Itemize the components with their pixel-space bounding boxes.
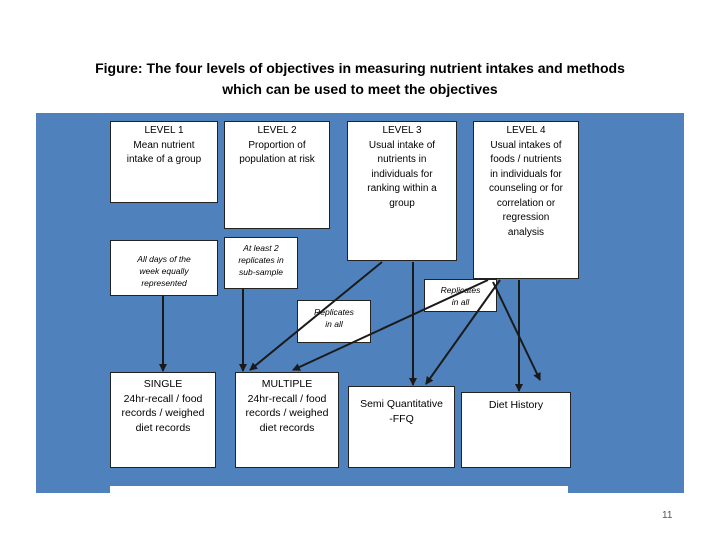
method-single-line: records / weighed xyxy=(121,407,205,419)
method-single-box: SINGLE 24hr-recall / food records / weig… xyxy=(110,372,216,468)
method-multiple-line: 24hr-recall / food xyxy=(247,392,327,405)
level-2-heading: LEVEL 2 xyxy=(257,125,297,136)
note-all-days-line: week equally xyxy=(139,266,189,276)
level-1-heading: LEVEL 1 xyxy=(144,125,184,136)
level-1-line: Mean nutrient xyxy=(133,139,195,151)
level-4-line: analysis xyxy=(507,226,545,238)
note-at-least-2-line: replicates in xyxy=(238,255,284,265)
method-ffq-box: Semi Quantitative -FFQ xyxy=(348,386,455,468)
note-at-least-2-line: sub-sample xyxy=(239,267,283,277)
note-at-least-2-line: At least 2 xyxy=(243,243,279,253)
level-4-line: regression xyxy=(502,212,550,223)
method-multiple-line: records / weighed xyxy=(245,407,329,419)
level-4-line: Usual intakes of xyxy=(490,139,562,151)
bottom-white-strip xyxy=(110,486,568,496)
note-replicates-left-line: Replicates xyxy=(314,307,354,317)
level-2-line: Proportion of xyxy=(248,139,306,151)
level-1-line: intake of a group xyxy=(126,154,202,165)
note-replicates-left: Replicates in all xyxy=(297,300,371,343)
method-ffq-line: Semi Quantitative xyxy=(360,398,443,410)
level-4-line: counseling or for xyxy=(489,183,563,194)
note-replicates-right: Replicates in all xyxy=(424,279,497,312)
note-replicates-left-line: in all xyxy=(325,319,343,329)
level-3-box: LEVEL 3 Usual intake of nutrients in ind… xyxy=(347,121,457,261)
level-3-line: nutrients in xyxy=(377,154,427,165)
method-single-line: diet records xyxy=(135,421,191,434)
level-4-line: in individuals for xyxy=(490,168,562,180)
method-single-line: SINGLE xyxy=(143,378,183,390)
title-line-2: which can be used to meet the objectives xyxy=(222,81,498,97)
level-4-heading: LEVEL 4 xyxy=(506,125,546,136)
level-1-box: LEVEL 1 Mean nutrient intake of a group xyxy=(110,121,218,203)
method-single-line: 24hr-recall / food xyxy=(123,392,203,405)
method-diet-history-line: Diet History xyxy=(488,399,544,411)
method-multiple-box: MULTIPLE 24hr-recall / food records / we… xyxy=(235,372,339,468)
level-3-line: individuals for xyxy=(371,168,433,180)
method-diet-history-box: Diet History xyxy=(461,392,571,468)
page-number: 11 xyxy=(662,510,673,521)
level-3-line: Usual intake of xyxy=(368,139,436,151)
title-line-1: Figure: The four levels of objectives in… xyxy=(95,60,625,76)
level-3-line: ranking within a xyxy=(367,183,437,194)
level-2-box: LEVEL 2 Proportion of population at risk xyxy=(224,121,330,229)
level-3-line: group xyxy=(389,197,415,209)
method-multiple-line: diet records xyxy=(259,421,315,434)
level-2-line: population at risk xyxy=(239,154,315,165)
level-4-line: foods / nutrients xyxy=(490,154,562,165)
note-replicates-right-line: Replicates xyxy=(440,285,481,295)
note-all-days-line: All days of the xyxy=(137,254,191,264)
note-all-days: All days of the week equally represented xyxy=(110,240,218,296)
level-4-line: correlation or xyxy=(496,197,556,209)
note-all-days-line: represented xyxy=(141,278,187,288)
method-multiple-line: MULTIPLE xyxy=(261,378,313,390)
note-at-least-2: At least 2 replicates in sub-sample xyxy=(224,237,298,289)
note-replicates-right-line: in all xyxy=(451,297,470,307)
level-4-box: LEVEL 4 Usual intakes of foods / nutrien… xyxy=(473,121,579,279)
method-ffq-line: -FFQ xyxy=(389,412,414,425)
figure-title: Figure: The four levels of objectives in… xyxy=(40,58,680,100)
level-3-heading: LEVEL 3 xyxy=(382,125,422,136)
